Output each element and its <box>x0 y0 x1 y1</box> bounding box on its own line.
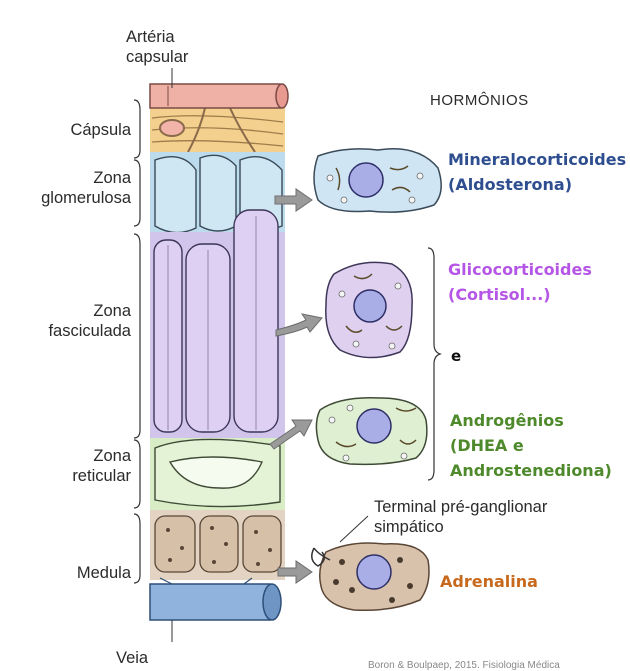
hormone-line: Mineralocorticoides <box>448 150 627 169</box>
hormone-mineralocorticoides: Mineralocorticoides (Aldosterona) <box>448 147 626 197</box>
hormone-line: (Aldosterona) <box>448 175 573 194</box>
arteria-capsular-vessel <box>149 83 289 109</box>
medula-dots <box>166 526 272 566</box>
nerve-terminal <box>311 515 369 567</box>
cell-reticular <box>315 397 428 466</box>
connector-e: e <box>451 347 462 365</box>
label-veia: Veia <box>116 649 149 667</box>
hormone-line: Glicocorticoides <box>448 260 592 279</box>
hormone-adrenalina: Adrenalina <box>440 569 538 594</box>
label-line: simpático <box>374 518 444 536</box>
medula-cells <box>154 515 282 573</box>
fasciculada-cell-lines <box>167 216 257 430</box>
zone-arrows <box>269 188 323 584</box>
label-line: Zona <box>93 169 131 187</box>
label-line: Terminal pré-ganglionar <box>374 498 548 516</box>
hormone-glicocorticoides: Glicocorticoides (Cortisol...) <box>448 257 592 307</box>
label-medula: Medula <box>76 564 131 582</box>
reticular-network <box>154 438 281 508</box>
cell-fasciculada <box>325 261 413 359</box>
label-zona-glomerulosa: Zona glomerulosa <box>41 168 131 208</box>
label-line: Zona <box>93 447 131 465</box>
label-line: Zona <box>93 302 131 320</box>
label-capsula: Cápsula <box>70 121 131 139</box>
label-zona-reticular: Zona reticular <box>72 446 131 486</box>
hormone-line: Androstenediona) <box>450 461 612 480</box>
capsule-vessels <box>159 107 256 153</box>
label-line: glomerulosa <box>41 189 131 207</box>
right-bracket <box>427 247 442 481</box>
hormone-androgenios: Androgênios (DHEA e Androstenediona) <box>450 408 612 483</box>
hormonios-header: HORMÔNIOS <box>430 92 529 109</box>
label-line: reticular <box>72 467 131 485</box>
hormone-line: Androgênios <box>450 411 564 430</box>
source-credit: Boron & Boulpaep, 2015. Fisiologia Médic… <box>368 660 560 671</box>
label-arteria-capsular: Artéria capsular <box>126 27 188 67</box>
label-line: Artéria <box>126 28 175 46</box>
hormone-line: (DHEA e <box>450 436 524 455</box>
veia-vessel <box>149 577 282 621</box>
label-terminal-pre-ganglionar: Terminal pré-ganglionar simpático <box>374 497 547 537</box>
label-zona-fasciculada: Zona fasciculada <box>48 301 131 341</box>
label-line: fasciculada <box>48 322 131 340</box>
cell-glomerulosa <box>313 148 442 213</box>
label-line: capsular <box>126 48 189 66</box>
cell-medula <box>319 542 430 612</box>
hormone-line: (Cortisol...) <box>448 285 551 304</box>
left-brackets <box>133 99 141 584</box>
hormone-line: Adrenalina <box>440 572 538 591</box>
